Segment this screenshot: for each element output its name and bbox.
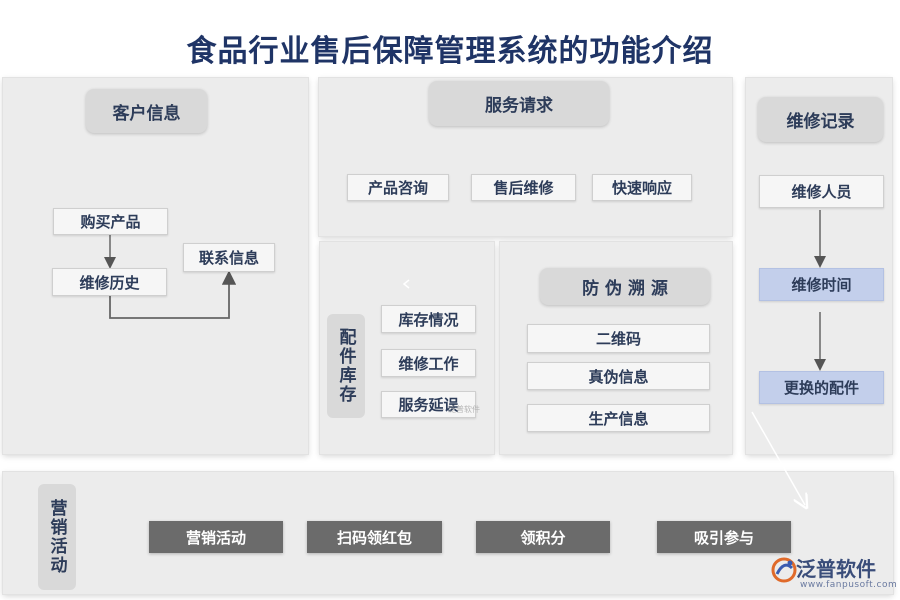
anti-fake-item-production: 生产信息 (527, 404, 710, 432)
parts-inventory-label: 配件库存 (327, 314, 365, 418)
customer-info-header: 客户信息 (86, 89, 207, 133)
repair-staff-node: 维修人员 (759, 175, 884, 208)
repair-time-node: 维修时间 (759, 268, 884, 301)
repair-history-node: 维修历史 (52, 268, 167, 296)
marketing-item-activity: 营销活动 (149, 521, 283, 553)
service-item-quick-response: 快速响应 (592, 174, 692, 201)
marketing-item-scan-red-packet: 扫码领红包 (307, 521, 442, 553)
service-item-repair: 售后维修 (471, 174, 576, 201)
purchase-product-node: 购买产品 (53, 208, 168, 235)
anti-fake-item-qrcode: 二维码 (527, 324, 710, 353)
parts-item-service-delay: 服务延误 (381, 391, 476, 418)
service-item-consult: 产品咨询 (347, 174, 449, 201)
parts-item-repair-work: 维修工作 (381, 349, 476, 377)
brand-name: 泛普软件 (796, 557, 876, 581)
marketing-item-points: 领积分 (476, 521, 610, 553)
service-request-header: 服务请求 (429, 81, 609, 126)
repair-records-header: 维修记录 (758, 97, 883, 142)
parts-item-stock: 库存情况 (381, 305, 476, 333)
marketing-label: 营销活动 (38, 484, 76, 590)
fanpu-logo-icon (771, 557, 797, 583)
anti-fake-header: 防 伪 溯 源 (540, 268, 710, 305)
page-title: 食品行业售后保障管理系统的功能介绍 (186, 34, 714, 69)
contact-info-node: 联系信息 (183, 243, 275, 272)
anti-fake-item-authenticity: 真伪信息 (527, 362, 710, 390)
watermark-text: 泛普软件 (448, 405, 480, 414)
brand-url: www.fanpusoft.com (800, 580, 898, 590)
marketing-item-engage: 吸引参与 (657, 521, 791, 553)
replaced-parts-node: 更换的配件 (759, 371, 884, 404)
